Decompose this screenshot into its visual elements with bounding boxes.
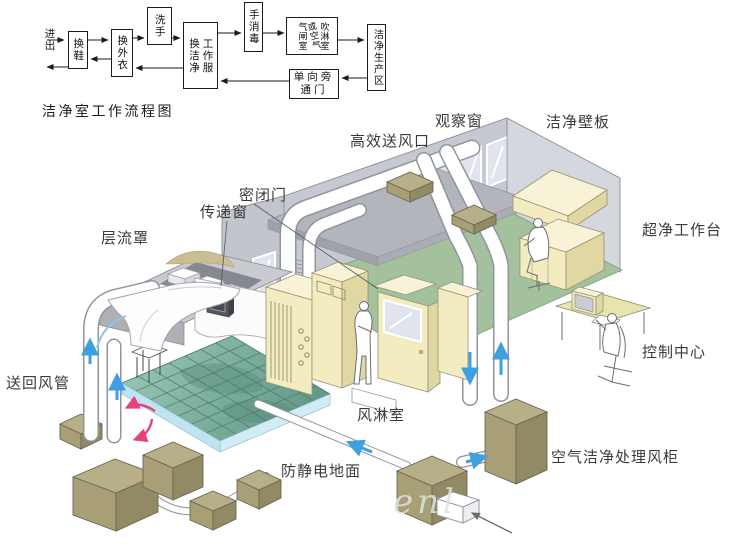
label-control-center: 控制中心 xyxy=(642,343,707,361)
flow-node-change-coat: 换外衣 xyxy=(111,29,133,77)
flow-node-hand-disinfect: 手消毒 xyxy=(244,2,263,52)
control-center-desk xyxy=(554,286,652,387)
person-seated-bench xyxy=(523,218,551,291)
label-transfer-window: 传递窗 xyxy=(200,203,249,221)
flowchart-arrows xyxy=(46,30,367,84)
label-sealed-door: 密闭门 xyxy=(239,186,288,204)
air-shower-room xyxy=(264,261,484,415)
flow-node-change-shoes: 换鞋 xyxy=(68,31,88,69)
label-hepa-outlet: 高效送风口 xyxy=(350,132,431,150)
flow-node-bypass-door: 单向旁 通门 xyxy=(289,69,339,99)
flowchart-caption: 洁净室工作流程图 xyxy=(42,104,174,120)
label-laminar-hood: 层流罩 xyxy=(101,229,150,247)
flow-node-air-shower: 气闸室 或空气 吹淋室 xyxy=(286,17,338,55)
intake-arrow xyxy=(470,512,513,534)
arrow-to-cabinet xyxy=(465,451,489,470)
hepa-filter-boxes xyxy=(385,171,498,235)
flow-node-clean-production-area: 洁净生产区 xyxy=(367,24,386,91)
ahu-box-chain-2 xyxy=(235,469,283,510)
flow-node-wash-hands: 洗手 xyxy=(147,7,172,45)
clean-bench xyxy=(512,169,608,291)
leader-sealed-door xyxy=(253,203,379,290)
arrow-pink-1 xyxy=(124,395,156,413)
door-step xyxy=(351,387,397,415)
person-control xyxy=(595,313,633,387)
label-ahu-cabinet: 空气洁净处理风柜 xyxy=(551,448,680,466)
ahu-box-center xyxy=(141,441,205,501)
flow-node-change-clean-clothes: 换洁净 工作服 xyxy=(183,22,218,89)
ahu-boxes xyxy=(71,398,549,534)
supply-air-ducts xyxy=(279,139,509,406)
arrow-pink-2 xyxy=(132,418,154,443)
label-air-shower: 风淋室 xyxy=(357,406,406,424)
return-air-ducts-left xyxy=(58,280,241,450)
computer-monitor xyxy=(570,286,605,316)
air-cleaning-cabinet xyxy=(483,398,549,485)
arrow-return-duct xyxy=(345,439,373,457)
label-supply-return-duct: 送回风管 xyxy=(6,374,71,392)
fresh-air-intake xyxy=(435,491,513,534)
ahu-box-chain-1 xyxy=(188,490,238,531)
sealed-door-unit xyxy=(372,274,441,393)
airflow-arrows xyxy=(81,337,510,470)
person-standing xyxy=(353,301,373,385)
label-antistatic-floor: 防静电地面 xyxy=(281,462,362,480)
flow-entry-label: 进出 xyxy=(43,28,56,52)
label-clean-bench: 超净工作台 xyxy=(642,221,723,239)
label-observation-window: 观察窗 xyxy=(435,112,484,130)
leader-transfer-window xyxy=(220,220,228,287)
label-clean-panel: 洁净壁板 xyxy=(546,113,611,131)
